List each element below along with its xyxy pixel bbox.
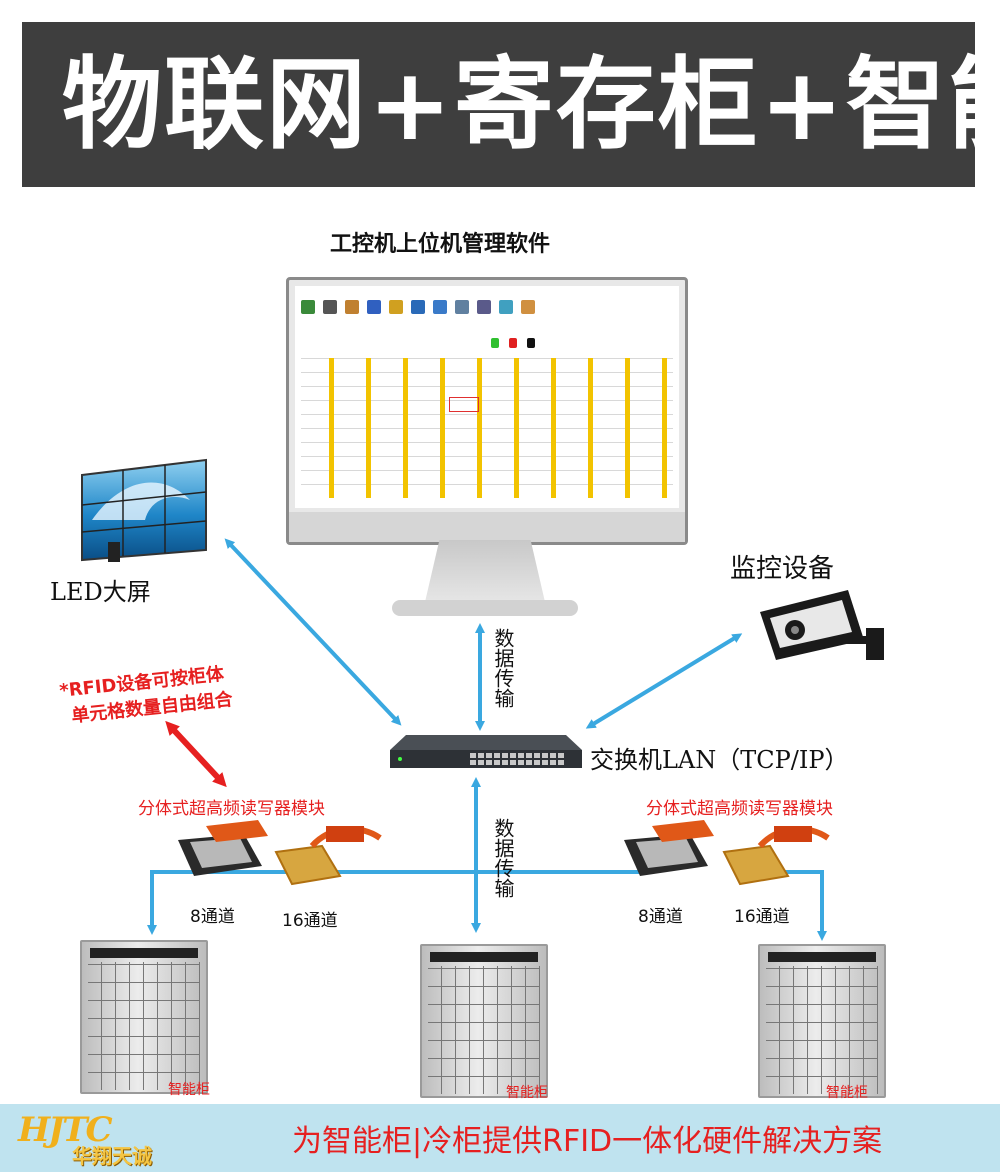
locker-grid bbox=[301, 358, 673, 498]
ch8-right-label: 8通道 bbox=[638, 907, 683, 927]
status-red-icon bbox=[509, 338, 517, 348]
monitor-stand-base bbox=[392, 600, 578, 616]
cabinet-middle-label: 智能柜 bbox=[506, 1085, 548, 1101]
led-screen-label: LED大屏 bbox=[50, 578, 151, 606]
locker-grid-selected-cell bbox=[449, 397, 479, 412]
cabinet-right-label: 智能柜 bbox=[826, 1085, 868, 1101]
arrow-led-switch bbox=[224, 538, 402, 726]
rfid-reader-module-icon bbox=[624, 820, 830, 886]
banner-title: 物联网+寄存柜+智能 bbox=[62, 46, 975, 163]
surveillance-label: 监控设备 bbox=[730, 554, 835, 584]
connection-arrows bbox=[147, 538, 827, 941]
monitor-stand-neck bbox=[425, 540, 545, 602]
red-arrow-rfid bbox=[165, 720, 227, 788]
monitor-icon bbox=[286, 277, 688, 545]
cabinet-left-label: 智能柜 bbox=[168, 1082, 210, 1098]
network-switch-icon bbox=[390, 735, 582, 768]
ch16-left-label: 16通道 bbox=[282, 911, 338, 931]
smart-cabinet-icon bbox=[420, 944, 548, 1098]
data-transfer-upper-label: 数据传输 bbox=[491, 628, 515, 708]
reader-module-left-label: 分体式超高频读写器模块 bbox=[138, 799, 325, 819]
top-banner: 物联网+寄存柜+智能 bbox=[22, 22, 975, 187]
led-wall-icon bbox=[81, 458, 207, 562]
status-black-icon bbox=[527, 338, 535, 348]
ch8-left-label: 8通道 bbox=[190, 907, 235, 927]
data-transfer-lower-label: 数据传输 bbox=[491, 818, 515, 898]
rfid-reader-module-icon bbox=[178, 820, 382, 886]
logo-text: 华翔天诚 bbox=[72, 1144, 152, 1168]
software-screen bbox=[295, 286, 679, 508]
smart-cabinet-icon bbox=[80, 940, 208, 1094]
reader-module-right-label: 分体式超高频读写器模块 bbox=[646, 799, 833, 819]
smart-cabinet-icon bbox=[758, 944, 886, 1098]
arrow-camera-switch bbox=[585, 633, 743, 729]
switch-label: 交换机LAN（TCP/IP） bbox=[590, 746, 849, 774]
status-green-icon bbox=[491, 338, 499, 348]
footer-slogan: 为智能柜|冷柜提供RFID一体化硬件解决方案 bbox=[292, 1124, 883, 1159]
monitor-title: 工控机上位机管理软件 bbox=[330, 232, 551, 257]
footer-bar: HJTC 华翔天诚 为智能柜|冷柜提供RFID一体化硬件解决方案 bbox=[0, 1104, 1000, 1172]
software-toolbar bbox=[301, 300, 673, 322]
surveillance-camera-icon bbox=[760, 590, 884, 660]
company-logo: HJTC 华翔天诚 bbox=[14, 1110, 174, 1168]
arrow-left-reader-cabinet bbox=[147, 870, 290, 935]
monitor-chin bbox=[289, 512, 685, 542]
arrow-right-reader-cabinet bbox=[780, 870, 827, 941]
ch16-right-label: 16通道 bbox=[734, 907, 790, 927]
logo-mark: HJTC bbox=[18, 1110, 113, 1150]
